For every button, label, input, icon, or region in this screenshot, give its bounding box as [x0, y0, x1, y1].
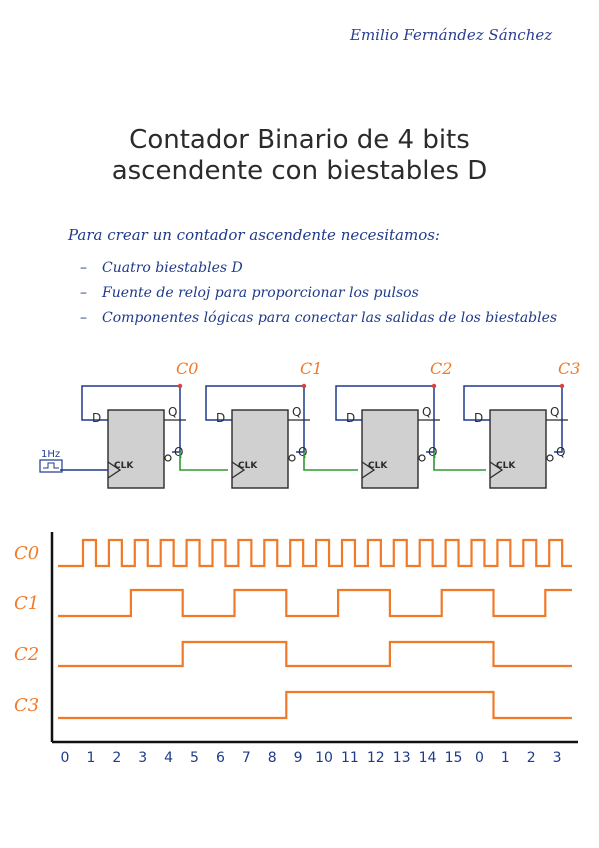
clk-label: CLK — [368, 461, 388, 471]
qbar-output-label: Q — [174, 445, 183, 459]
signal-label: C1 — [14, 593, 39, 614]
feedback-wire — [205, 385, 305, 453]
flipflop-block — [489, 409, 547, 489]
d-input-label: D — [474, 411, 483, 425]
qbar-bubble — [288, 454, 296, 462]
tick-label: 1 — [501, 750, 510, 766]
tick-label: 4 — [164, 750, 173, 766]
q-output-label: Q — [422, 405, 431, 419]
output-tap-dot — [431, 383, 437, 389]
requirements-list: –Cuatro biestables D –Fuente de reloj pa… — [80, 256, 557, 331]
output-tap-dot — [177, 383, 183, 389]
signal-waveform — [58, 640, 572, 668]
page-title-line2: ascendente con biestables D — [111, 156, 488, 186]
qbar-output-label: Q — [298, 445, 307, 459]
feedback-wire — [335, 385, 435, 453]
intro-text: Para crear un contador ascendente necesi… — [68, 226, 440, 244]
clock-wave-icon — [43, 462, 59, 469]
clock-source-label: 1Hz — [41, 449, 60, 460]
clk-label: CLK — [496, 461, 516, 471]
tick-label: 10 — [315, 750, 333, 766]
cascade-wire — [179, 452, 228, 471]
tick-label: 14 — [419, 750, 437, 766]
output-name-label: C1 — [300, 359, 322, 378]
cascade-wire — [303, 452, 358, 471]
clock-edge-symbol — [361, 461, 376, 479]
tick-label: 8 — [268, 750, 277, 766]
tick-label: 0 — [61, 750, 70, 766]
qbar-bubble — [546, 454, 554, 462]
clock-source-icon — [39, 459, 63, 473]
tick-label: 15 — [445, 750, 463, 766]
output-name-label: C3 — [558, 359, 580, 378]
tick-label: 0 — [475, 750, 484, 766]
signal-label: C3 — [14, 695, 39, 716]
signal-waveform — [58, 690, 572, 720]
tick-label: 6 — [216, 750, 225, 766]
qbar-bubble — [164, 454, 172, 462]
tick-label: 9 — [294, 750, 303, 766]
qbar-bubble — [418, 454, 426, 462]
signal-waveform — [58, 538, 572, 568]
q-output-label: Q — [168, 405, 177, 419]
qbar-output-label: Q — [556, 445, 565, 459]
signal-label: C0 — [14, 543, 39, 564]
d-input-label: D — [92, 411, 101, 425]
tick-label: 5 — [190, 750, 199, 766]
d-input-label: D — [216, 411, 225, 425]
requirement-text: Cuatro biestables D — [102, 260, 243, 276]
clk-label: CLK — [114, 461, 134, 471]
requirement-text: Componentes lógicas para conectar las sa… — [102, 310, 558, 326]
output-name-label: C2 — [430, 359, 452, 378]
tick-label: 12 — [367, 750, 385, 766]
qbar-output-label: Q — [428, 445, 437, 459]
tick-label: 2 — [112, 750, 121, 766]
counter-circuit: D Q Q CLK C0D Q Q CLK C1D Q Q CLK C2D Q Q CLK C3 1Hz — [39, 359, 580, 489]
flipflop-block — [361, 409, 419, 489]
requirement-text: Fuente de reloj para proporcionar los pu… — [102, 285, 419, 301]
feedback-wire — [463, 385, 563, 453]
tick-label: 7 — [242, 750, 251, 766]
tick-label: 3 — [553, 750, 562, 766]
signal-label: C2 — [14, 644, 39, 665]
requirement-item: –Cuatro biestables D — [80, 260, 243, 276]
output-tap-dot — [559, 383, 565, 389]
requirement-item: –Componentes lógicas para conectar las s… — [80, 310, 558, 326]
tick-label: 13 — [393, 750, 411, 766]
clk-label: CLK — [238, 461, 258, 471]
q-output-label: Q — [550, 405, 559, 419]
clock-edge-symbol — [231, 461, 246, 479]
tick-label: 1 — [86, 750, 95, 766]
author-name: Emilio Fernández Sánchez — [350, 26, 553, 44]
output-tap-dot — [301, 383, 307, 389]
tick-label: 2 — [527, 750, 536, 766]
tick-label: 11 — [341, 750, 359, 766]
d-input-label: D — [346, 411, 355, 425]
flipflop-block — [107, 409, 165, 489]
clock-edge-symbol — [107, 461, 122, 479]
requirement-item: –Fuente de reloj para proporcionar los p… — [80, 285, 419, 301]
page-title-line1: Contador Binario de 4 bits — [129, 125, 470, 155]
cascade-wire — [433, 452, 486, 471]
flipflop-block — [231, 409, 289, 489]
q-output-label: Q — [292, 405, 301, 419]
feedback-wire — [81, 385, 181, 453]
signal-waveform — [58, 588, 572, 618]
tick-label: 3 — [138, 750, 147, 766]
clock-edge-symbol — [489, 461, 504, 479]
output-name-label: C0 — [176, 359, 198, 378]
